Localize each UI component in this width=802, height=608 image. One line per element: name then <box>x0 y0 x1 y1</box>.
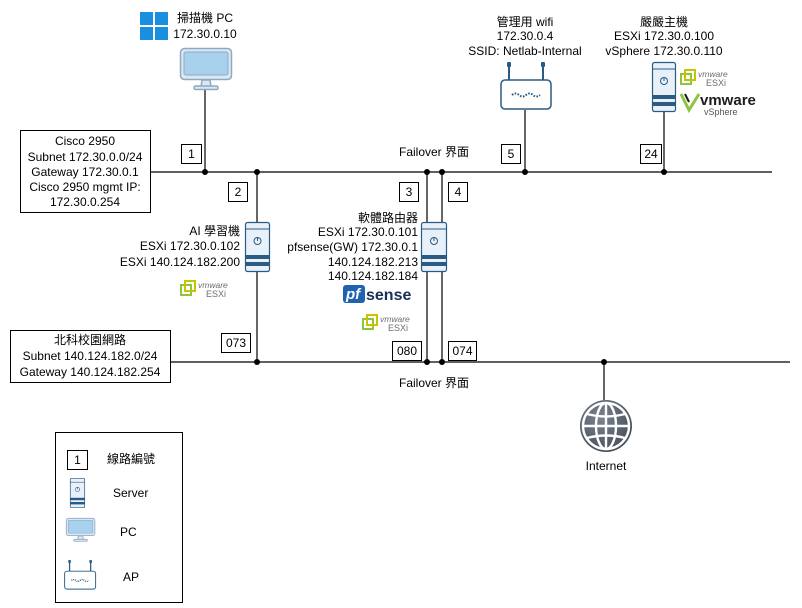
campus-line: Subnet 140.124.182.0/24 <box>23 349 158 363</box>
windows-logo-icon <box>140 12 168 40</box>
cisco-line: Cisco 2950 mgmt IP: <box>29 180 140 194</box>
logo-text: sense <box>366 287 411 304</box>
server-icon <box>420 221 448 273</box>
cisco-switch-info: Cisco 2950 Subnet 172.30.0.0/24 Gateway … <box>20 130 151 213</box>
scanner-pc-title: 掃描機 PC <box>177 10 233 25</box>
scanner-pc-ip: 172.30.0.10 <box>173 27 237 41</box>
link-label-074: 074 <box>448 341 477 361</box>
main-host-title: 嚴嚴主機 <box>640 14 688 29</box>
cisco-line: Subnet 172.30.0.0/24 <box>28 150 143 164</box>
logo-text: ESXi <box>206 289 226 299</box>
pc-monitor-icon <box>65 517 96 542</box>
pc-monitor-icon <box>179 47 233 91</box>
junction-dot <box>439 359 445 365</box>
link-label-text: 24 <box>644 147 658 161</box>
ai-line: ESXi 172.30.0.102 <box>140 239 240 253</box>
link-label-text: 1 <box>188 147 195 161</box>
link-label-text: 080 <box>397 344 417 358</box>
junction-dot <box>424 359 430 365</box>
ai-title: AI 學習機 <box>189 223 240 238</box>
vmware-esxi-logo: vmware ESXi <box>680 69 728 88</box>
link-label-1: 1 <box>181 144 202 164</box>
cisco-line: 172.30.0.254 <box>50 195 120 209</box>
cisco-line: Cisco 2950 <box>55 134 115 148</box>
cisco-line: Gateway 172.30.0.1 <box>31 165 139 179</box>
link-label-text: 3 <box>406 185 413 199</box>
logo-text: vmware <box>198 280 228 290</box>
junction-dot <box>601 359 607 365</box>
router-line: 140.124.182.184 <box>328 269 418 283</box>
junction-dot <box>424 169 430 175</box>
junction-dots <box>202 169 667 365</box>
junction-dot <box>522 169 528 175</box>
link-label-080: 080 <box>392 341 422 361</box>
wifi-ip: 172.30.0.4 <box>497 29 554 43</box>
link-label-073: 073 <box>221 333 251 353</box>
junction-dot <box>439 169 445 175</box>
legend-ap-label: AP <box>123 570 139 584</box>
junction-dot <box>254 359 260 365</box>
legend-server-label: Server <box>113 486 148 500</box>
logo-text: vmware <box>698 69 728 79</box>
vmware-esxi-logo: vmware ESXi <box>362 314 410 333</box>
main-host-esxi: ESXi 172.30.0.100 <box>614 29 714 43</box>
junction-dot <box>202 169 208 175</box>
legend: 1 線路編號 Server PC AP <box>55 432 183 603</box>
link-label-5: 5 <box>501 144 521 164</box>
link-label-24: 24 <box>640 144 662 164</box>
server-icon <box>651 61 677 113</box>
logo-text: ESXi <box>706 78 726 88</box>
legend-line-number-label: 線路編號 <box>107 451 155 466</box>
ai-line: ESXi 140.124.182.200 <box>120 255 240 269</box>
campus-line: Gateway 140.124.182.254 <box>20 365 161 379</box>
server-icon <box>69 477 86 509</box>
link-label-text: 073 <box>226 336 246 350</box>
link-label-text: 4 <box>455 185 462 199</box>
logo-text: vmware <box>700 92 756 109</box>
pfsense-logo: pf sense <box>343 285 411 304</box>
failover-label-top: Failover 界面 <box>399 145 469 159</box>
main-host-vsphere: vSphere 172.30.0.110 <box>605 44 723 58</box>
router-line: 140.124.182.213 <box>328 255 418 269</box>
campus-network-info: 北科校園網路 Subnet 140.124.182.0/24 Gateway 1… <box>10 330 171 383</box>
internet-label: Internet <box>586 459 627 473</box>
link-label-text: 074 <box>452 344 472 358</box>
junction-dot <box>254 169 260 175</box>
failover-label-bottom: Failover 界面 <box>399 376 469 390</box>
access-point-icon <box>500 62 552 110</box>
link-label-3: 3 <box>399 182 419 202</box>
server-icon <box>244 221 271 273</box>
link-label-2: 2 <box>228 182 248 202</box>
link-label-text: 2 <box>235 185 242 199</box>
legend-pc-label: PC <box>120 525 137 539</box>
access-point-icon <box>64 560 97 590</box>
vmware-vsphere-logo: vmware vSphere <box>679 92 756 117</box>
wifi-title: 管理用 wifi <box>497 14 554 29</box>
router-line: pfsense(GW) 172.30.0.1 <box>287 240 418 254</box>
router-line: ESXi 172.30.0.101 <box>318 225 418 239</box>
logo-text: pf <box>345 286 362 303</box>
legend-line-number-box <box>67 450 88 470</box>
legend-line-number-sample: 1 <box>74 453 81 467</box>
link-label-text: 5 <box>508 147 515 161</box>
campus-line: 北科校園網路 <box>54 332 126 347</box>
router-title: 軟體路由器 <box>358 210 418 225</box>
link-label-4: 4 <box>448 182 468 202</box>
vmware-esxi-logo: vmware ESXi <box>180 280 228 299</box>
wifi-ssid: SSID: Netlab-Internal <box>468 44 581 58</box>
globe-icon <box>580 400 632 452</box>
logo-text: vSphere <box>704 107 738 117</box>
junction-dot <box>661 169 667 175</box>
logo-text: ESXi <box>388 323 408 333</box>
logo-text: vmware <box>380 314 410 324</box>
